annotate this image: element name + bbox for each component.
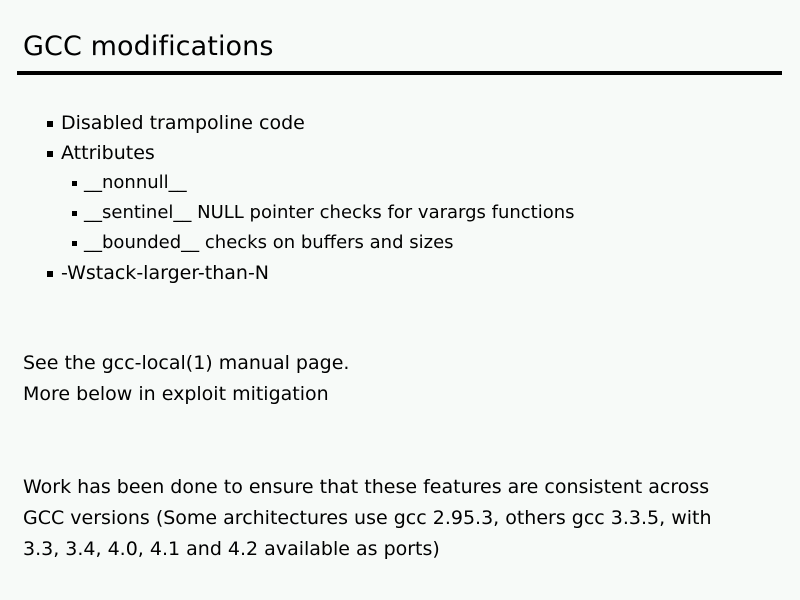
title-block: GCC modifications [0,30,800,75]
blank-line-spacer [0,410,800,441]
title-underline-rule [17,71,782,75]
slide-content: Disabled trampoline code Attributes __no… [0,108,800,565]
list-item-label: -Wstack-larger-than-N [61,262,270,284]
bullet-list: Disabled trampoline code Attributes __no… [0,108,800,288]
square-bullet-icon [72,241,77,246]
paragraph-line: More below in exploit mitigation [23,383,329,405]
blank-line-spacer [0,318,800,348]
blank-line-spacer [0,441,800,472]
blank-line-spacer [0,288,800,318]
list-item: Attributes [0,138,800,168]
list-item-label: __bounded__ checks on buffers and sizes [84,232,454,253]
list-item: __sentinel__ NULL pointer checks for var… [0,198,800,228]
square-bullet-icon [47,151,53,157]
page-title: GCC modifications [23,31,274,62]
paragraph-line: GCC versions (Some architectures use gcc… [23,507,712,529]
summary-paragraph: Work has been done to ensure that these … [0,472,800,565]
paragraph-line: See the gcc-local(1) manual page. [23,352,350,374]
list-item-label: Attributes [61,142,155,164]
list-item: -Wstack-larger-than-N [0,258,800,288]
square-bullet-icon [47,121,53,127]
square-bullet-icon [72,211,77,216]
list-item: __bounded__ checks on buffers and sizes [0,228,800,258]
list-item: __nonnull__ [0,168,800,198]
list-item: Disabled trampoline code [0,108,800,138]
paragraph-line: Work has been done to ensure that these … [23,476,710,498]
list-item-label: __nonnull__ [84,172,187,193]
square-bullet-icon [72,181,77,186]
list-item-label: __sentinel__ NULL pointer checks for var… [84,202,575,223]
list-item-label: Disabled trampoline code [61,112,305,134]
reference-paragraph: See the gcc-local(1) manual page. More b… [0,348,800,410]
paragraph-line: 3.3, 3.4, 4.0, 4.1 and 4.2 available as … [23,538,440,560]
square-bullet-icon [47,271,53,277]
